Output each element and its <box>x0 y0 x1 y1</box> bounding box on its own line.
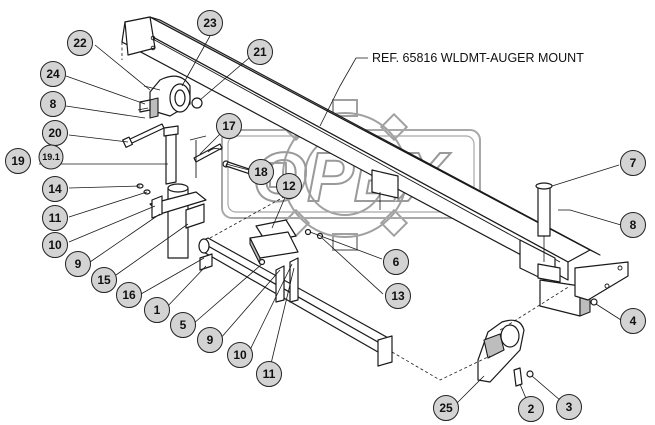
balloon-20-label: 20 <box>48 126 62 140</box>
hitch-jack-foot <box>477 298 598 387</box>
balloon-22[interactable]: 22 <box>67 30 93 56</box>
balloon-12[interactable]: 12 <box>276 173 302 199</box>
leader-lines <box>39 35 622 409</box>
balloon-9-left-label: 9 <box>75 257 82 271</box>
balloon-8-upper-label: 8 <box>50 97 57 111</box>
balloon-11-left[interactable]: 11 <box>42 205 68 231</box>
balloon-24[interactable]: 24 <box>40 61 66 87</box>
pin-parts <box>163 125 259 185</box>
balloon-20[interactable]: 20 <box>42 120 68 146</box>
balloon-8-upper[interactable]: 8 <box>40 91 66 117</box>
balloon-17[interactable]: 17 <box>216 113 242 139</box>
mount-plate <box>249 219 324 303</box>
balloon-10-right-label: 10 <box>233 348 247 362</box>
balloon-25[interactable]: 25 <box>433 395 459 421</box>
balloon-4-label: 4 <box>630 314 637 328</box>
balloon-7-label: 7 <box>630 156 637 170</box>
balloon-10-left[interactable]: 10 <box>42 232 68 258</box>
balloon-19-1-label: 19.1 <box>42 152 60 162</box>
balloon-19[interactable]: 19 <box>5 148 31 174</box>
balloon-4[interactable]: 4 <box>620 308 646 334</box>
jack-stand <box>136 183 207 259</box>
balloon-13[interactable]: 13 <box>385 283 411 309</box>
balloon-9-right-label: 9 <box>207 333 214 347</box>
balloon-9-left[interactable]: 9 <box>65 251 91 277</box>
balloon-5[interactable]: 5 <box>170 312 196 338</box>
balloon-6[interactable]: 6 <box>383 249 409 275</box>
balloon-14[interactable]: 14 <box>42 176 68 202</box>
balloon-21-label: 21 <box>253 45 267 59</box>
balloon-6-label: 6 <box>393 255 400 269</box>
balloon-2-label: 2 <box>528 402 535 416</box>
balloon-25-label: 25 <box>439 401 453 415</box>
vertical-bolt <box>535 182 570 262</box>
balloon-19-label: 19 <box>11 154 25 168</box>
balloon-11-left-label: 11 <box>49 211 62 225</box>
balloon-23[interactable]: 23 <box>197 10 223 36</box>
balloon-23-label: 23 <box>203 16 217 30</box>
balloon-10-left-label: 10 <box>48 238 62 252</box>
clamp-assembly <box>122 75 203 148</box>
balloon-21[interactable]: 21 <box>247 39 273 65</box>
balloon-14-label: 14 <box>48 182 62 196</box>
balloon-12-label: 12 <box>282 179 296 193</box>
balloon-2[interactable]: 2 <box>518 396 544 422</box>
balloon-15-label: 15 <box>97 273 111 287</box>
lower-tube <box>198 237 393 367</box>
balloon-1[interactable]: 1 <box>144 297 170 323</box>
assembly-lines <box>121 42 571 381</box>
balloon-8-right-label: 8 <box>630 218 637 232</box>
balloon-7[interactable]: 7 <box>620 150 646 176</box>
balloon-5-label: 5 <box>180 318 187 332</box>
balloon-1-label: 1 <box>154 303 161 317</box>
balloon-15[interactable]: 15 <box>91 267 117 293</box>
balloon-9-right[interactable]: 9 <box>197 327 223 353</box>
balloon-11-right[interactable]: 11 <box>256 361 282 387</box>
balloon-17-label: 17 <box>222 119 236 133</box>
balloon-19-1[interactable]: 19.1 <box>38 144 64 170</box>
balloon-11-right-label: 11 <box>263 367 276 381</box>
balloon-16[interactable]: 16 <box>116 282 142 308</box>
balloon-3-label: 3 <box>566 400 573 414</box>
balloon-22-label: 22 <box>73 36 87 50</box>
balloon-8-right[interactable]: 8 <box>620 212 646 238</box>
balloon-18-label: 18 <box>254 165 268 179</box>
balloon-18[interactable]: 18 <box>248 159 274 185</box>
auger-mount-weldment <box>121 16 629 317</box>
reference-label: REF. 65816 WLDMT-AUGER MOUNT <box>372 51 584 65</box>
balloon-16-label: 16 <box>122 288 136 302</box>
balloon-13-label: 13 <box>391 289 405 303</box>
balloon-24-label: 24 <box>46 67 60 81</box>
balloon-3[interactable]: 3 <box>556 394 582 420</box>
balloon-10-right[interactable]: 10 <box>227 342 253 368</box>
